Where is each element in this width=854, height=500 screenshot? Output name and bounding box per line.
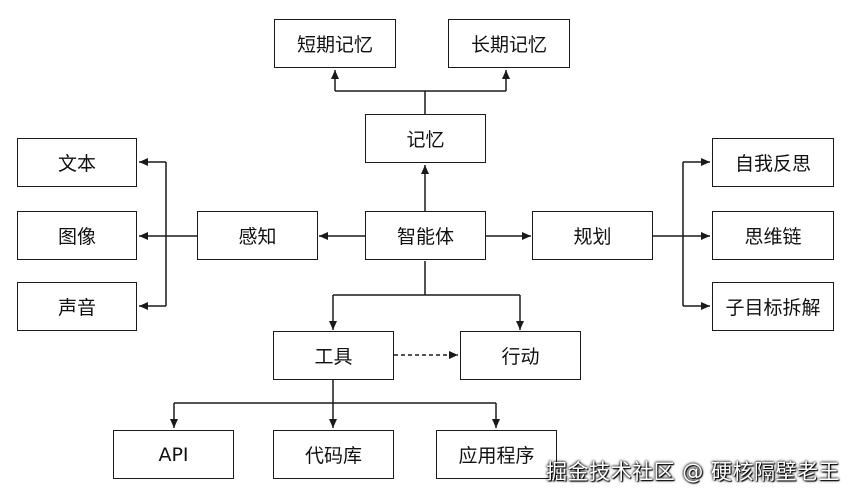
node-self-reflection: 自我反思 [712,138,834,187]
edge-perception-branch [165,162,197,306]
edge-agent-branch [333,261,520,296]
node-long-term-memory: 长期记忆 [448,19,570,68]
node-memory: 记忆 [365,114,486,163]
node-code-library: 代码库 [273,430,394,479]
edge-planning-branch [653,162,684,306]
node-perception: 感知 [197,211,318,260]
node-action: 行动 [460,331,581,380]
node-agent: 智能体 [365,211,486,260]
node-api: API [113,430,234,479]
node-sound: 声音 [17,282,137,331]
watermark: 掘金技术社区 @ 硬核隔壁老王 [546,460,840,484]
edge-tools-branch [174,380,496,404]
node-tools: 工具 [273,331,394,380]
node-subgoal-decomposition: 子目标拆解 [712,282,834,331]
node-text: 文本 [17,138,137,187]
edge-memory-branch [335,90,506,114]
node-short-term-memory: 短期记忆 [274,19,396,68]
node-planning: 规划 [532,211,653,260]
node-image: 图像 [17,211,137,260]
node-chain-of-thought: 思维链 [712,211,834,260]
node-application: 应用程序 [436,430,557,479]
